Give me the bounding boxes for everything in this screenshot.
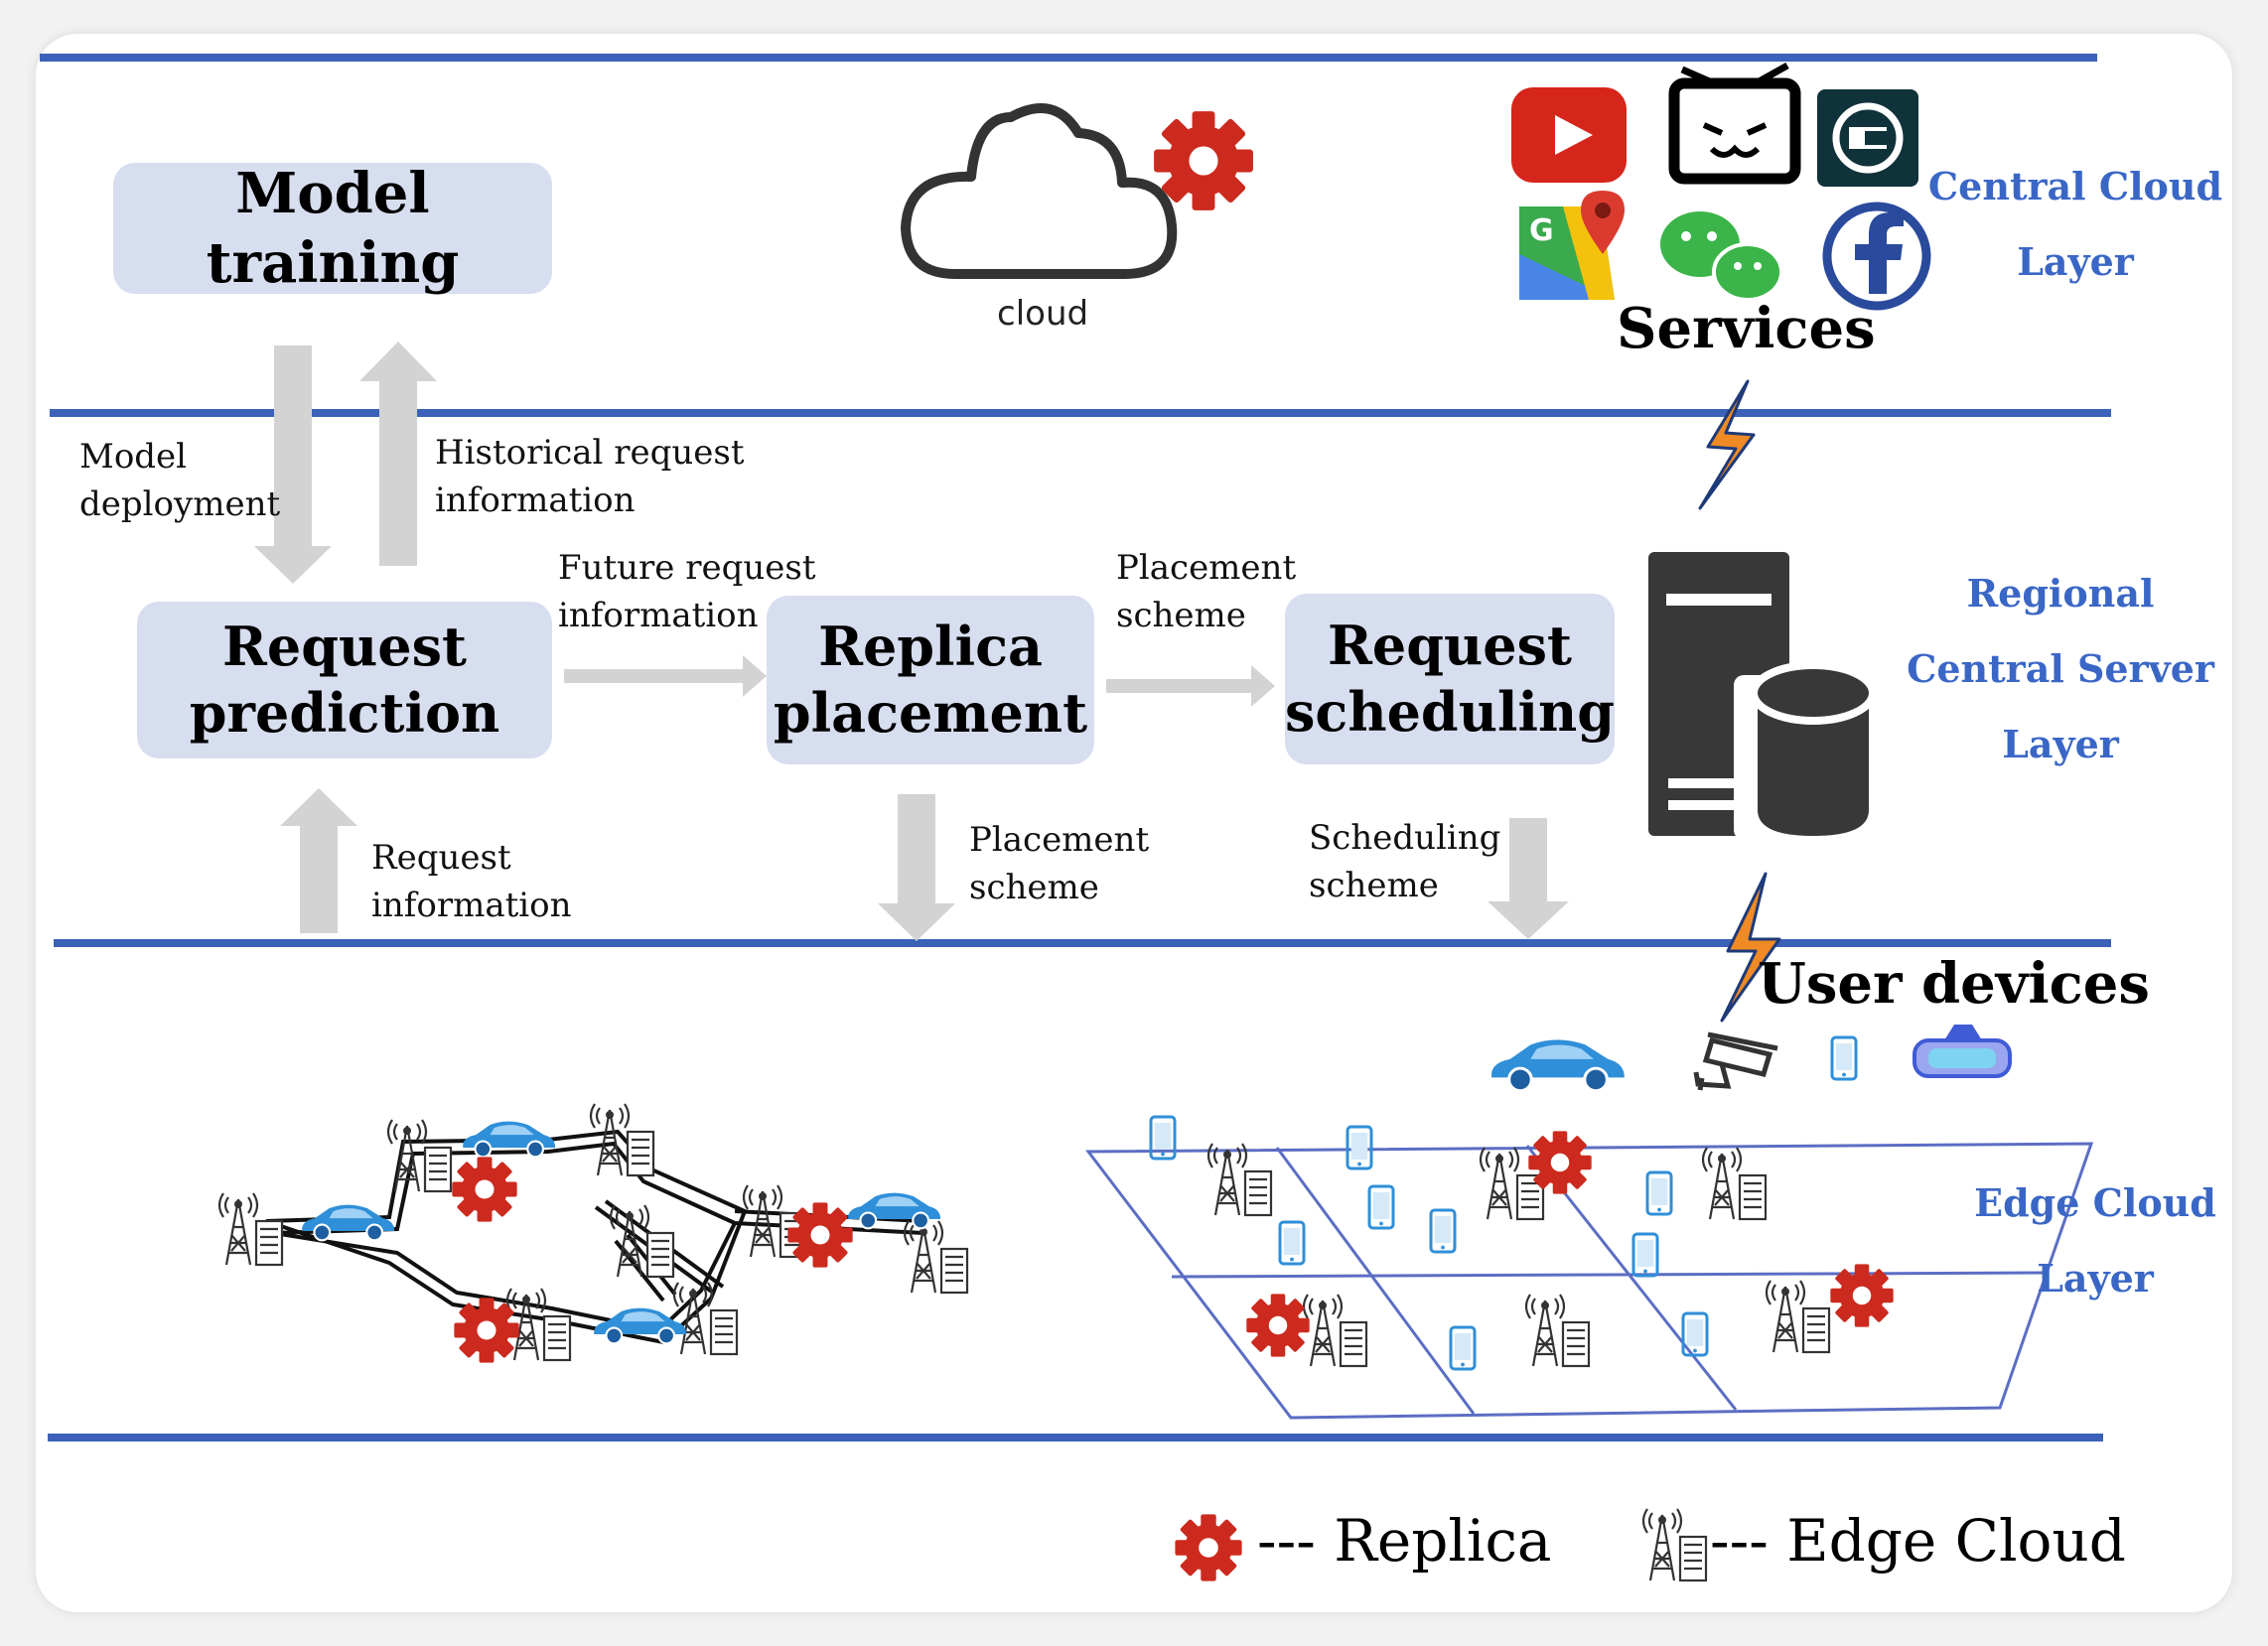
cloud-icon — [901, 103, 1253, 279]
flow-arrows — [254, 342, 1569, 941]
user-device-icons — [1489, 1025, 2012, 1093]
phone-icon — [1367, 1184, 1395, 1230]
model-training-box: Model training — [113, 161, 552, 296]
request-scheduling-label: Request scheduling — [1285, 613, 1615, 745]
request-prediction-box: Request prediction — [137, 602, 552, 758]
service-icons: G — [1511, 62, 1931, 311]
request-prediction-label: Request prediction — [189, 614, 500, 746]
uber-icon — [1817, 89, 1918, 187]
legend-edge-cloud-label: --- Edge Cloud — [1710, 1507, 2126, 1575]
phone-icon — [1278, 1220, 1306, 1266]
phone-icon — [1449, 1325, 1477, 1371]
edge-cloud-tower-icon — [1206, 1142, 1273, 1217]
phones-right — [1149, 1115, 1709, 1371]
edge-cloud-towers-right — [1206, 1142, 1831, 1368]
legend-edge-cloud-tower-icon — [1641, 1507, 1708, 1582]
replica-placement-label: Replica placement — [773, 614, 1088, 746]
phone-icon — [1429, 1208, 1457, 1254]
svg-text:G: G — [1529, 213, 1554, 248]
camera-icon — [1693, 1031, 1778, 1091]
central-cloud-layer-label: Central Cloud Layer — [1927, 164, 2223, 284]
model-deployment-label: Model deployment — [79, 437, 281, 524]
bilibili-icon — [1668, 62, 1801, 185]
phone-icon — [1346, 1125, 1373, 1170]
google-maps-icon: G — [1519, 191, 1625, 300]
server-database-icon — [1648, 552, 1877, 845]
historical-request-label: Historical request information — [435, 433, 745, 520]
legend-replica-label: --- Replica — [1257, 1507, 1552, 1575]
regional-layer-label: Regional Central Server Layer — [1907, 571, 2214, 766]
replica-gear-icon — [1154, 111, 1253, 210]
request-scheduling-box: Request scheduling — [1285, 594, 1615, 764]
replica-gear-icon — [1830, 1264, 1894, 1327]
scheduling-scheme-label: Scheduling scheme — [1309, 818, 1501, 905]
replica-placement-box: Replica placement — [767, 596, 1094, 764]
edge-cloud-tower-icon — [1701, 1146, 1768, 1221]
replica-gear-icon — [1246, 1294, 1310, 1357]
lightning-icon — [1698, 379, 1756, 510]
facebook-icon — [1822, 202, 1931, 311]
car-icon — [847, 1191, 942, 1230]
vr-headset-icon — [1913, 1025, 2012, 1078]
edge-cloud-tower-icon — [217, 1191, 284, 1267]
edge-cloud-tower-icon — [386, 1118, 453, 1193]
youtube-icon — [1511, 87, 1627, 183]
model-training-label: Model training — [206, 161, 460, 296]
edge-cloud-tower-icon — [1524, 1293, 1591, 1368]
lightning-icon — [1720, 872, 1781, 1023]
car-icon — [1489, 1037, 1627, 1093]
replica-gear-icon — [1528, 1131, 1592, 1194]
replica-gear-icon — [787, 1202, 853, 1268]
user-devices-title: User devices — [1758, 951, 2150, 1017]
edge-cloud-tower-icon — [1765, 1279, 1831, 1354]
request-information-label: Request information — [371, 838, 572, 925]
replica-gear-icon — [454, 1298, 519, 1363]
legend-replica-gear-icon — [1175, 1514, 1242, 1581]
lightning-bolts — [1698, 379, 1781, 1023]
wechat-icon — [1660, 211, 1783, 302]
replica-gear-icon — [452, 1157, 517, 1222]
phone-icon — [1645, 1170, 1673, 1216]
phone-icon — [1631, 1232, 1659, 1278]
edge-grid — [1084, 1142, 2094, 1420]
future-request-label: Future request information — [558, 548, 816, 635]
phone-icon — [1830, 1035, 1858, 1081]
edge-cloud-tower-icon — [1302, 1293, 1368, 1368]
placement-scheme-bottom-label: Placement scheme — [969, 820, 1150, 907]
edge-cloud-layer-label: Edge Cloud Layer — [1974, 1180, 2216, 1301]
car-icon — [301, 1203, 396, 1242]
cloud-label: cloud — [997, 294, 1089, 334]
services-title: Services — [1617, 296, 1876, 361]
edge-cloud-tower-icon — [672, 1281, 739, 1356]
placement-scheme-top-label: Placement scheme — [1116, 548, 1297, 635]
